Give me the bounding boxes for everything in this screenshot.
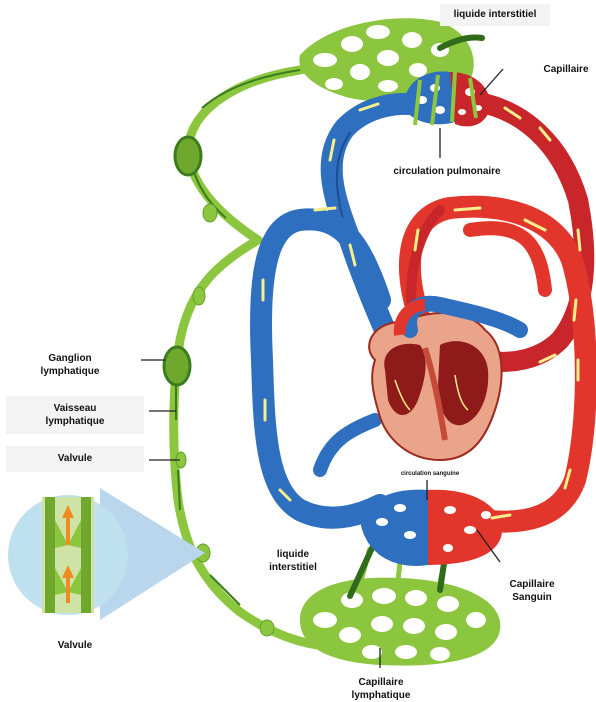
- label-valvule-side: Valvule: [6, 446, 144, 472]
- heart: [369, 304, 520, 460]
- label-vaisseau-lymphatique: Vaisseau lymphatique: [6, 396, 144, 434]
- label-circulation-sanguine: circulation sanguine: [385, 470, 475, 478]
- blood-capillary-bottom: [360, 490, 502, 566]
- label-liquide-interstitiel-bottom: liquide interstitiel: [255, 548, 331, 574]
- label-capillaire-lymphatique: Capillaire lymphatique: [341, 676, 421, 702]
- label-capillaire-sanguin: Capillaire Sanguin: [494, 578, 570, 604]
- label-circulation-pulmonaire: circulation pulmonaire: [372, 160, 522, 184]
- label-valvule-inset: Valvule: [45, 639, 105, 652]
- label-liquide-interstitiel-top: liquide interstitiel: [440, 4, 550, 26]
- blood-capillary-top: [404, 71, 490, 126]
- lymph-node-upper: [175, 137, 201, 175]
- label-ganglion-lymphatique: Ganglion lymphatique: [28, 352, 112, 378]
- lymph-node-lower: [164, 347, 190, 385]
- label-capillaire-top: Capillaire: [536, 63, 596, 76]
- systemic-vein-blue: [261, 219, 380, 517]
